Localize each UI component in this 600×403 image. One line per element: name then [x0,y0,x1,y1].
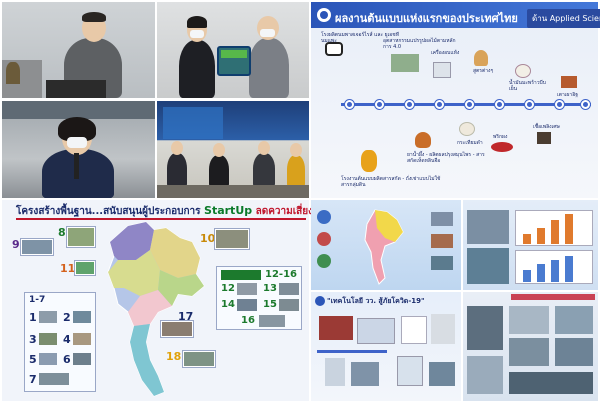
startup-map-panel: โครงสร้างพื้นฐาน...สนับสนุนผู้ประกอบการ … [2,200,354,401]
timeline-label-dryer: เครื่องอบแห้ง [431,50,460,56]
site-number-7: 7 [29,373,37,386]
site-number-5: 5 [29,353,37,366]
map-title-prefix: โครงสร้างพื้นฐาน...สนับสนุนผู้ประกอบการ [16,206,201,217]
map-title: โครงสร้างพื้นฐาน...สนับสนุนผู้ประกอบการ … [16,204,354,219]
map-title-underline [16,218,306,220]
photo-presenter-speaking [2,2,155,98]
chili-icon [491,142,513,152]
covid-panel-title: "เทคโนโลยี วว. สู้ภัยโควิด-19" [327,297,425,305]
timeline-label-fruit-processing: อุตสาหกรรมแปรรูปผลไม้ตามหลักการ 4.0 [383,38,456,50]
site-number-2: 2 [63,311,71,324]
site-card-8 [66,226,96,248]
applied-science-badge: ด้าน Applied Science [527,9,600,28]
site-number-12-16: 12-16 [265,269,297,280]
cordyceps-icon [361,150,377,172]
timeline-dot [525,100,534,109]
covid-logo-icon [315,296,325,306]
timeline-label-fuel: เชื้อเพลิงเศษ [533,124,560,130]
site-number-1: 1 [29,311,37,324]
timeline-dot [405,100,414,109]
timeline-label-honey: ยาน้ำผึ้ง - ผลิตผลปรุงสมุนไพร - สารสกัดเ… [407,152,485,164]
lab-equipment-panel [463,292,598,401]
timeline-dot [555,100,564,109]
mini-thailand-map [364,209,404,285]
timeline-label-cordyceps: โรงงานต้นแบบผลิตสารสกัด - ถั่งเช่าแบบไม่… [341,176,441,188]
site-number-4: 4 [63,333,71,346]
site-card-18 [182,350,216,368]
photo-woman-microphone [2,101,155,198]
coconut-icon [515,64,531,78]
timeline-label-goat-milk: โรงผลิตนมพาสเจอร์ไรส์ และ ยูเอชทีนมแพะ [321,32,399,44]
honey-icon [415,132,431,148]
site-card-9 [20,238,54,256]
site-card-10 [214,228,250,250]
infographic-chart-panel [463,200,598,290]
timeline-label-black-garlic: กระเทียมดำ [457,140,483,146]
photo-panel-discussion [157,101,309,198]
timeline-dot [581,100,590,109]
timeline-dot [495,100,504,109]
site-group-1-7: 1-7 1 2 3 4 5 6 7 [24,292,96,392]
site-number-9: 9 [12,238,20,251]
site-group-12-16: 12-16 12 13 14 15 16 [216,266,302,330]
site-number-10: 10 [200,232,216,245]
factory-image [391,54,419,72]
site-number-18: 18 [166,350,182,363]
timeline-title: ผลงานต้นแบบแห่งแรกของประเทศไทย [335,12,518,25]
timeline-dot [375,100,384,109]
site-card-11 [74,260,96,276]
timeline-dot [435,100,444,109]
logo-icon [317,8,331,22]
timeline-label-chili-powder: พริกผง [493,134,508,140]
site-number-15: 15 [263,299,277,310]
mushroom-icon [474,50,488,66]
site-number-8: 8 [58,226,66,239]
site-number-14: 14 [221,299,235,310]
timeline-label-recipes: สูตรต่างๆ [473,68,494,74]
covid-panel: "เทคโนโลยี วว. สู้ภัยโควิด-19" [311,292,461,401]
timeline-label-brick-kiln: เตาเผาอิฐ [557,92,578,98]
infographic-map-panel [311,200,461,290]
site-number-1-7: 1-7 [29,295,46,305]
garlic-icon [459,122,475,136]
map-title-startup: StartUp [204,204,253,217]
site-number-3: 3 [29,333,37,346]
dryer-icon [433,62,451,78]
site-number-16: 16 [241,315,255,326]
timeline-label-coconut-oil: น้ำมันมะพร้าวบีบเย็น [509,80,546,92]
site-card-17 [160,320,194,338]
site-number-12: 12 [221,283,235,294]
fuel-icon [537,132,551,144]
site-number-17: 17 [178,310,194,323]
site-number-13: 13 [263,283,277,294]
timeline-dot [345,100,354,109]
timeline-dot [465,100,474,109]
brick-icon [561,76,577,88]
timeline-panel: ผลงานต้นแบบแห่งแรกของประเทศไทย ด้าน Appl… [311,2,600,198]
site-number-6: 6 [63,353,71,366]
map-title-suffix: ลดความเสี่ยงทางธุรกิจ [255,206,354,217]
photo-award-handover [157,2,309,98]
cow-icon [325,42,343,56]
thailand-map [107,221,205,397]
site-number-11: 11 [60,262,76,275]
